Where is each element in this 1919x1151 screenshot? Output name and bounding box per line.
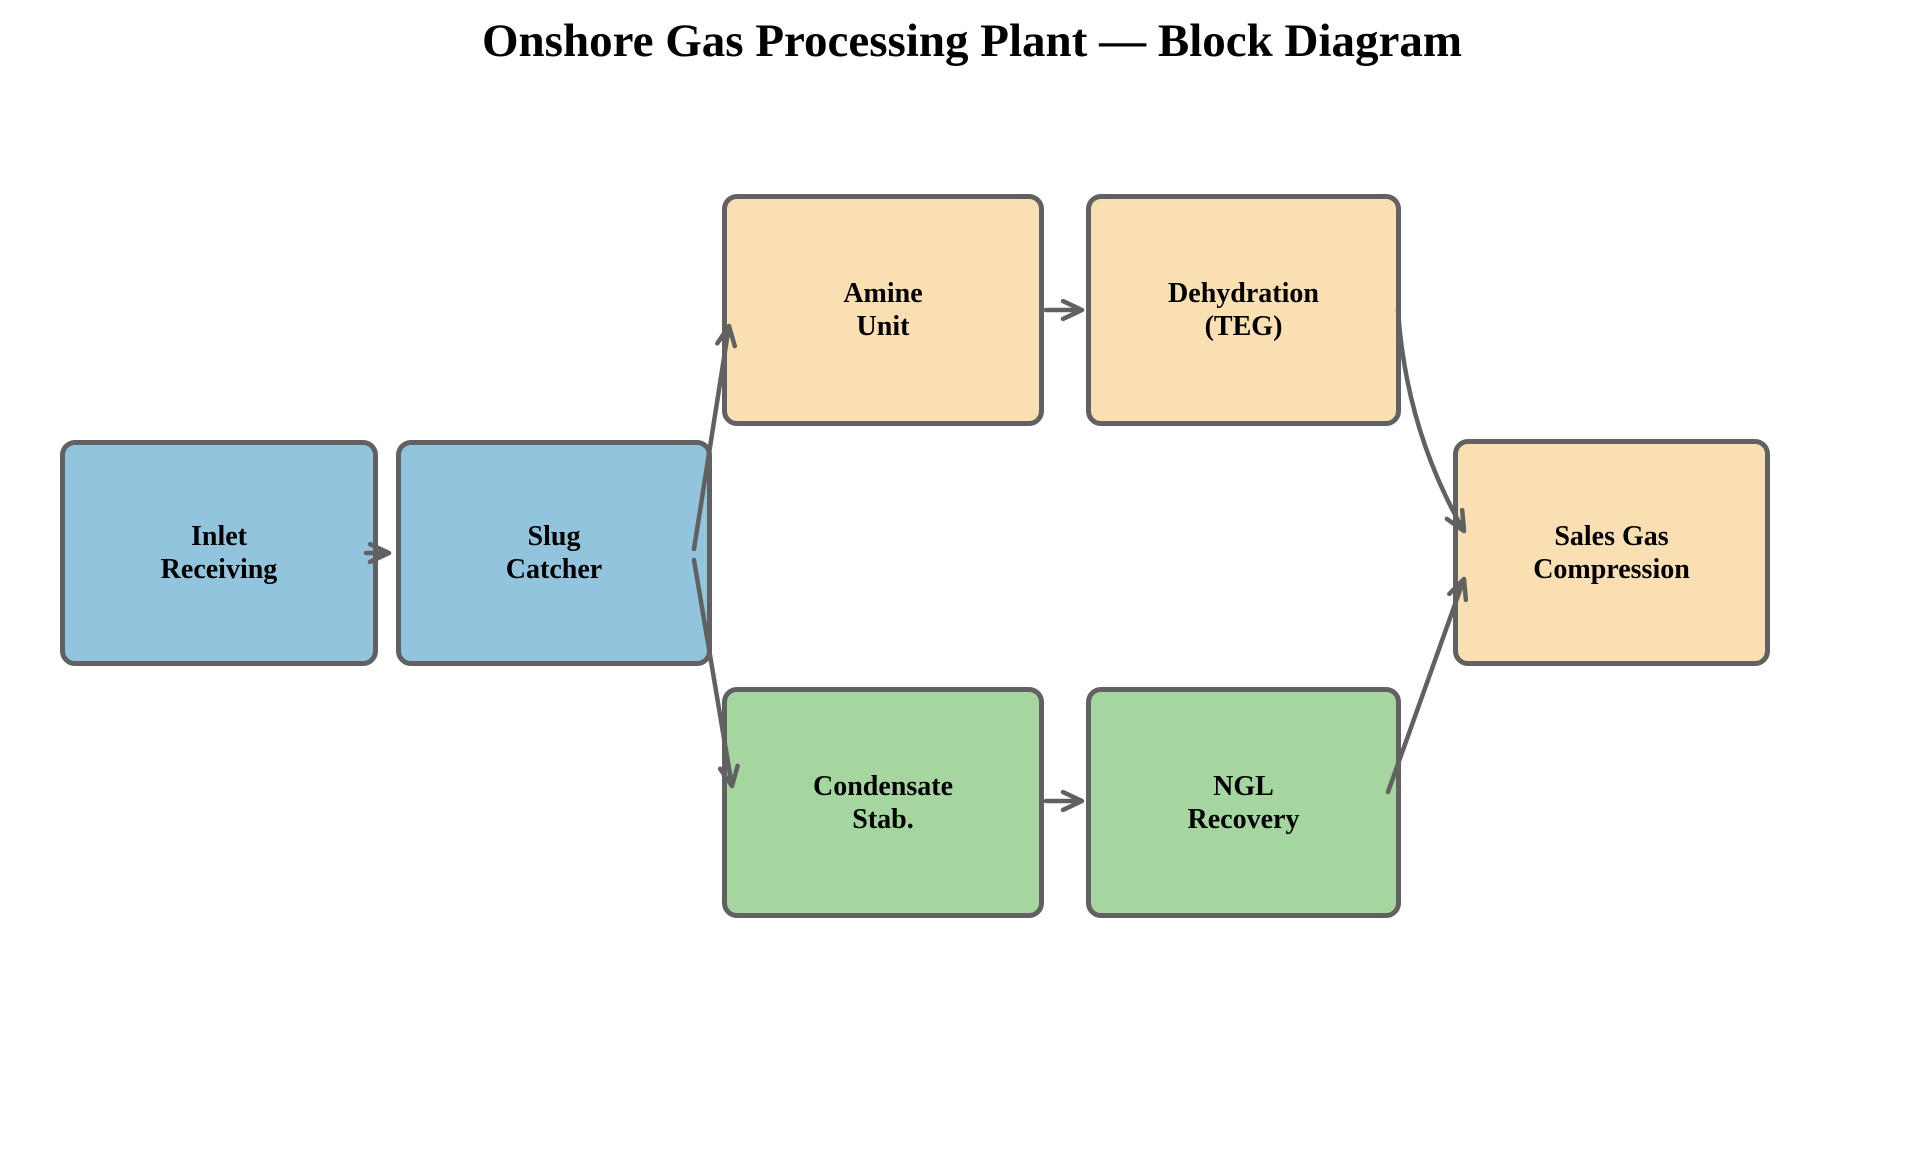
node-label-line: Receiving — [160, 554, 278, 585]
node-slug-catcher: Slug Catcher — [396, 440, 712, 666]
node-ngl-recovery: NGL Recovery — [1086, 687, 1401, 918]
node-inlet-receiving: Inlet Receiving — [60, 440, 378, 666]
edge-amine-to-dehydration — [1043, 298, 1085, 322]
diagram-title: Onshore Gas Processing Plant — Block Dia… — [481, 15, 1463, 67]
edge-condensate-to-ngl — [1043, 789, 1085, 813]
node-condensate-stab: Condensate Stab. — [722, 687, 1044, 918]
node-label-line: Sales Gas — [1554, 520, 1669, 552]
node-amine-unit: Amine Unit — [722, 194, 1044, 426]
node-label-line: NGL — [1213, 770, 1274, 802]
node-label-line: Slug — [527, 521, 581, 552]
node-label-line: Compression — [1533, 553, 1690, 585]
node-label-line: Amine — [843, 278, 923, 309]
node-label-line: Condensate — [812, 770, 953, 802]
node-label-line: Recovery — [1187, 803, 1300, 835]
node-sales-gas-compression: Sales Gas Compression — [1453, 439, 1770, 666]
node-label-line: (TEG) — [1204, 311, 1283, 342]
node-label-line: Dehydration — [1168, 278, 1319, 309]
node-label-line: Inlet — [191, 521, 247, 552]
node-label-line: Catcher — [505, 554, 603, 585]
node-label-line: Stab. — [852, 803, 914, 835]
node-label-line: Unit — [856, 311, 910, 342]
node-dehydration-teg: Dehydration (TEG) — [1086, 194, 1401, 426]
